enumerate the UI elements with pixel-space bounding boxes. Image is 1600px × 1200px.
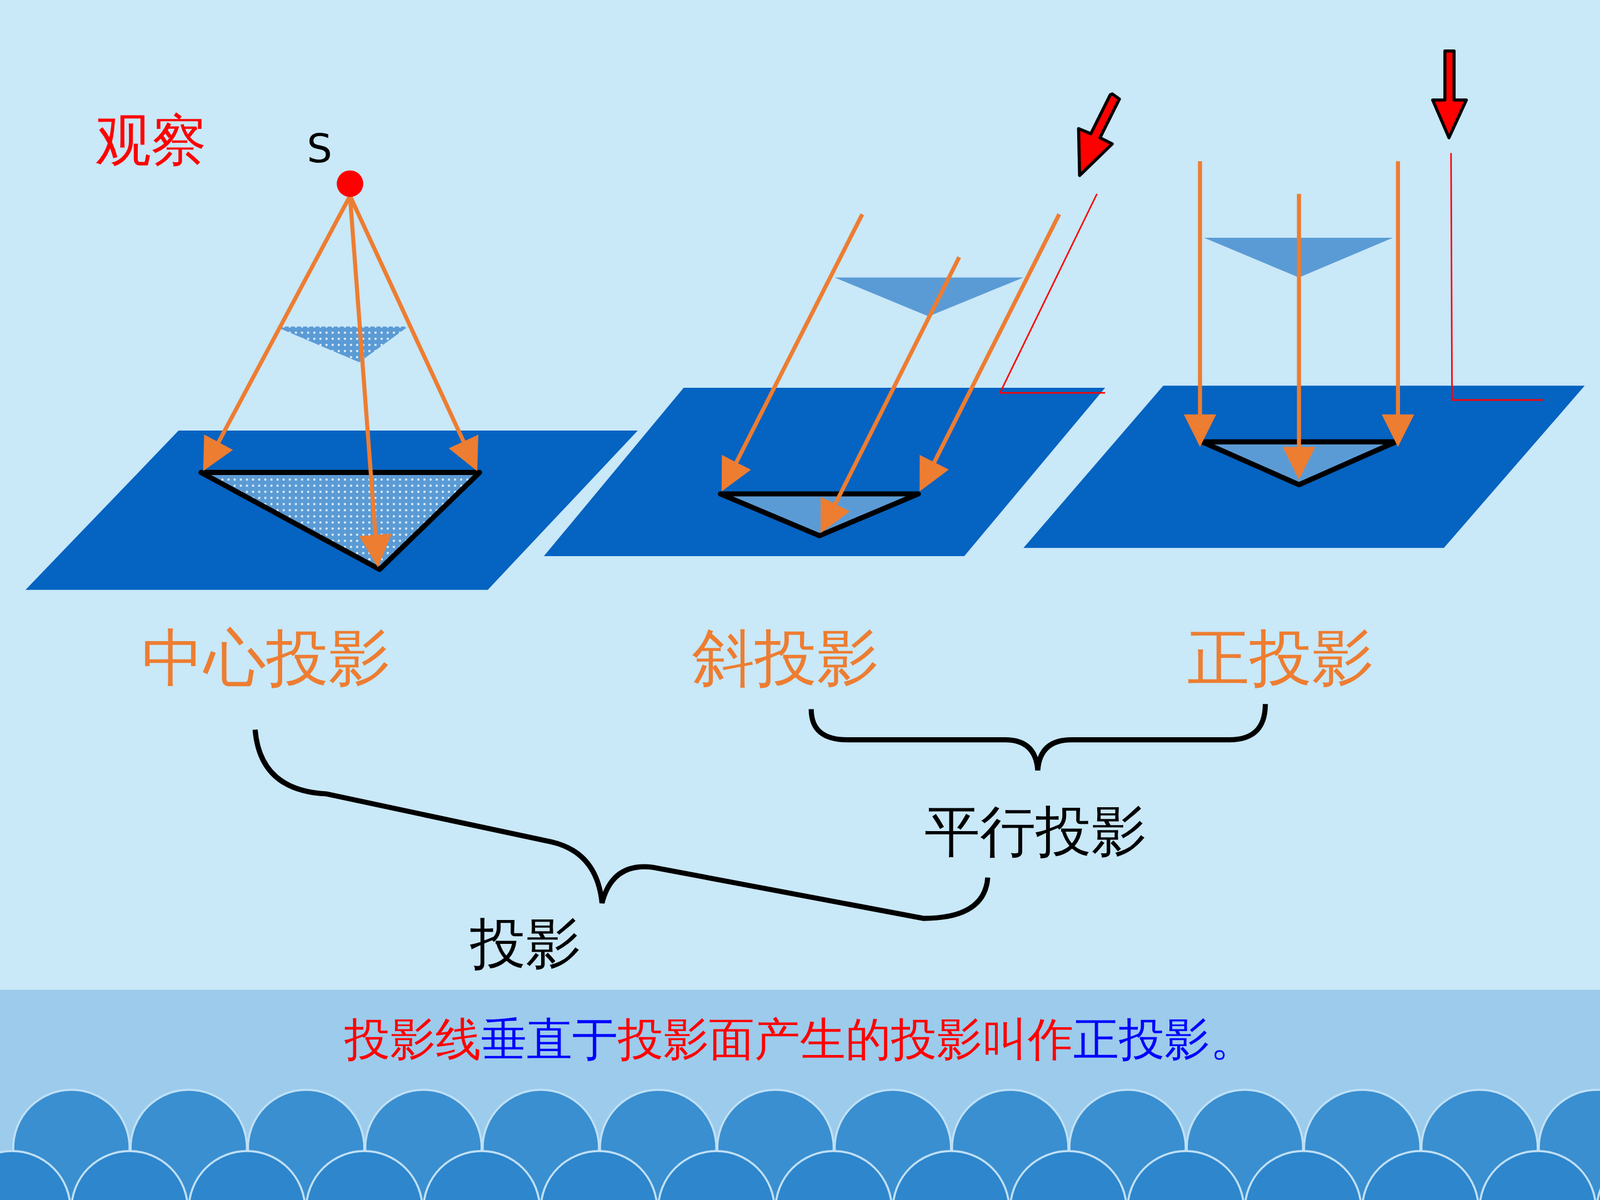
wave (892, 1151, 1009, 1200)
projection-type: 中心投影 (141, 623, 391, 693)
wave (1479, 1151, 1596, 1200)
wave (658, 1151, 775, 1200)
wave (1245, 1151, 1362, 1200)
category-label: 平行投影 (924, 801, 1147, 863)
slide-title: 观察 (95, 110, 207, 172)
projection-rays (1200, 161, 1398, 476)
shadow-triangle (201, 472, 480, 569)
angle-mark (1451, 153, 1543, 400)
wave (1127, 1151, 1244, 1200)
sentence-part: 。 (1210, 1014, 1256, 1065)
sentence-part: 投影线 (344, 1014, 482, 1065)
object-triangle (834, 277, 1024, 317)
wave (423, 1151, 540, 1200)
angle-mark (1000, 193, 1105, 393)
projection-rays (205, 196, 476, 564)
brace (255, 729, 988, 919)
wave-pattern (0, 1090, 1600, 1200)
category-label: 投影 (470, 913, 582, 975)
point-label: S (306, 126, 333, 171)
projection-rays (723, 214, 1059, 530)
direction-arrow (1078, 93, 1119, 176)
projection-type: 正投影 (1187, 623, 1374, 693)
wave (775, 1151, 892, 1200)
projection-plane (1023, 385, 1585, 548)
wave (1010, 1151, 1127, 1200)
wave (188, 1151, 305, 1200)
wave (1362, 1151, 1479, 1200)
projection-plane (543, 387, 1105, 557)
definition-sentence: 投影线垂直于投影面产生的投影叫作正投影。 (0, 1014, 1600, 1065)
shadow-triangle (720, 493, 919, 536)
projection-plane (25, 430, 638, 590)
wave (71, 1151, 188, 1200)
object-triangle (275, 326, 409, 363)
brace (811, 703, 1265, 770)
sentence-part: 垂直于 (481, 1014, 618, 1065)
wave (0, 1151, 71, 1200)
direction-arrow (1432, 51, 1467, 138)
sentence-part: 投影面产生的投影叫作 (617, 1014, 1074, 1065)
wave (1596, 1151, 1600, 1200)
light-source (336, 170, 364, 198)
projection-type: 斜投影 (692, 623, 879, 693)
sentence-part: 正投影 (1073, 1014, 1210, 1065)
wave (540, 1151, 657, 1200)
wave (306, 1151, 423, 1200)
